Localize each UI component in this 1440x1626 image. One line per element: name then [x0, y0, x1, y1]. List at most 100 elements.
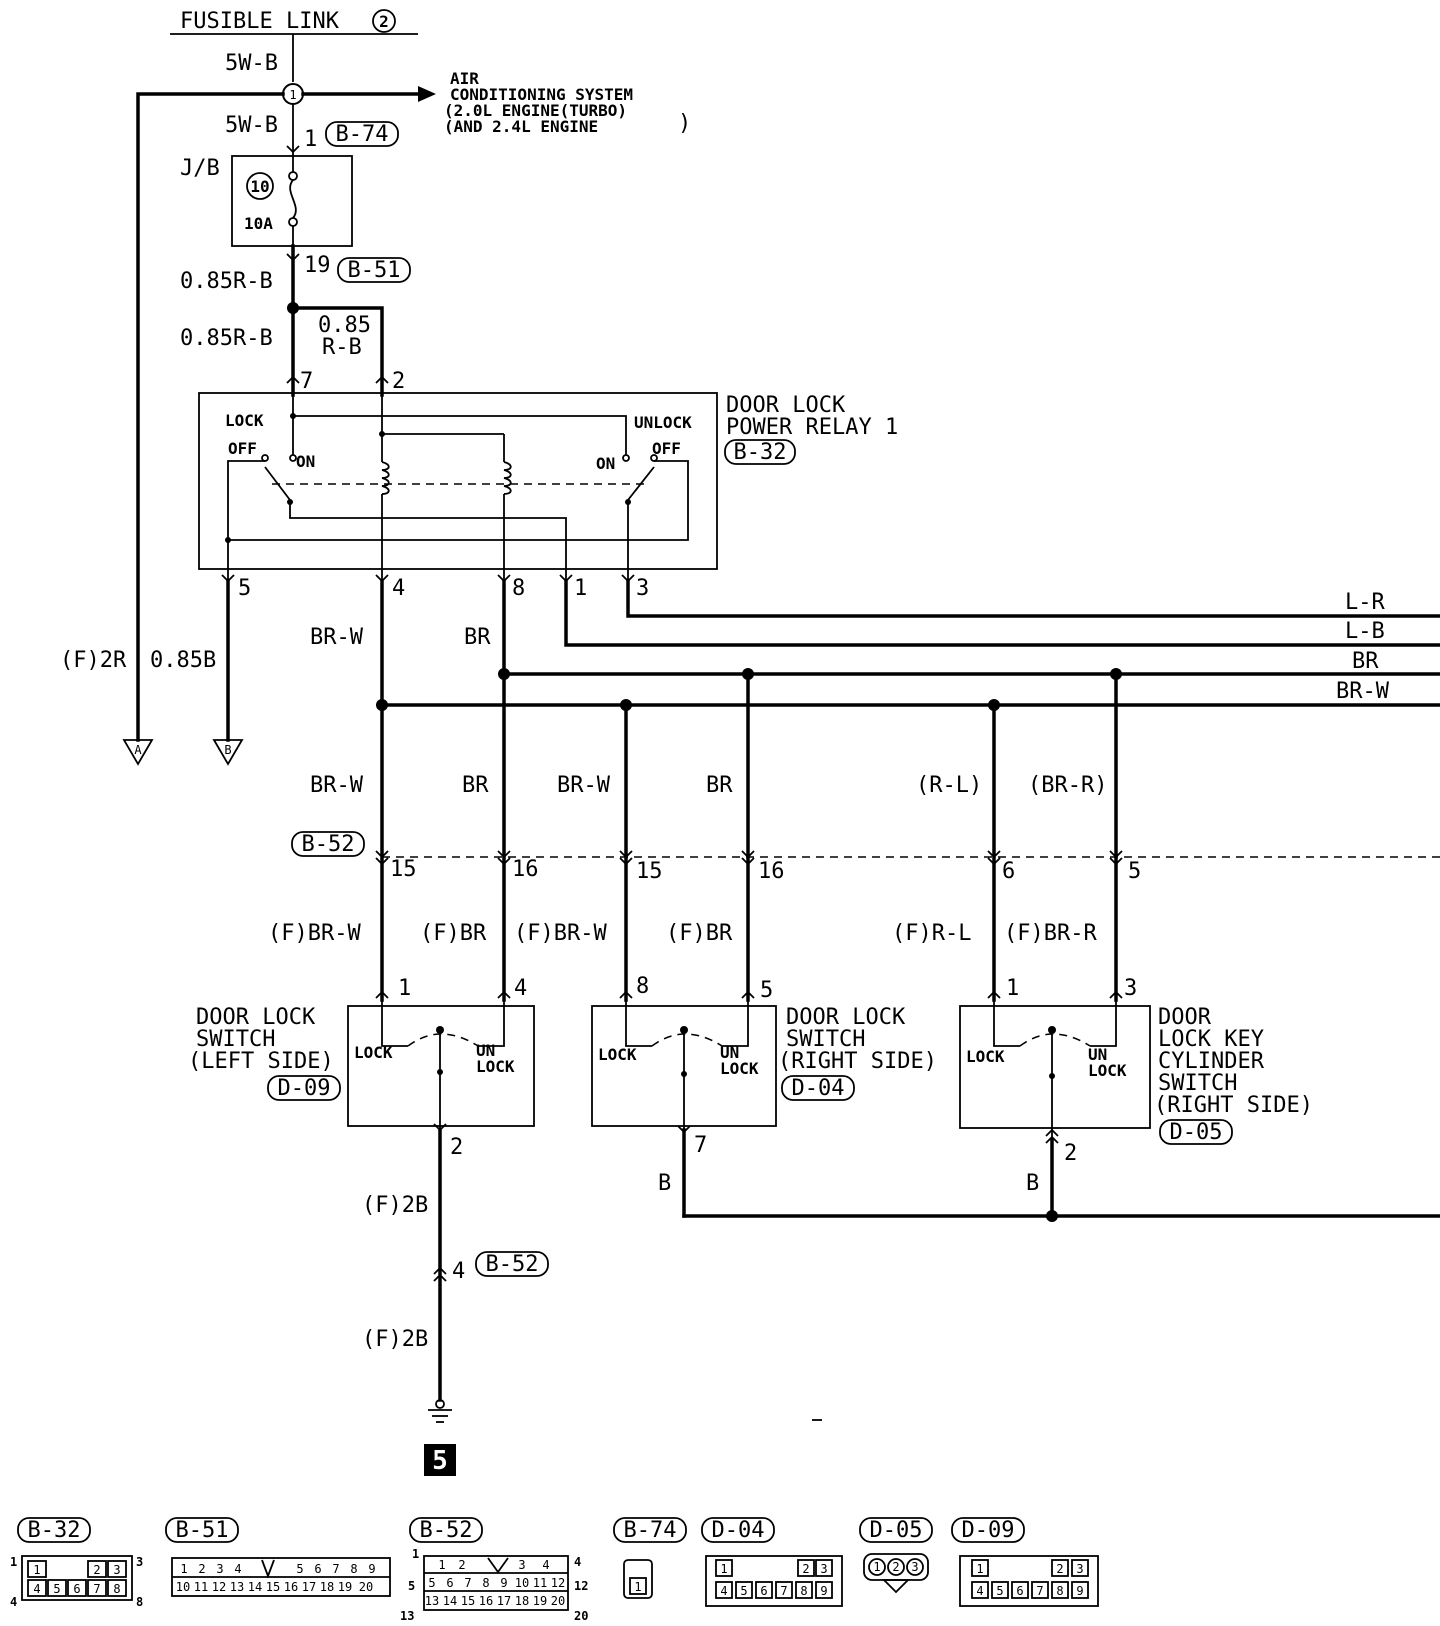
svg-text:4: 4	[234, 1562, 241, 1576]
relay-unlock-label: UNLOCK	[634, 413, 692, 432]
relay-on-left: ON	[296, 452, 315, 471]
wire-label-f-br-1: (F)BR	[420, 921, 487, 946]
pin-b74-1: 1	[304, 127, 317, 152]
svg-text:17: 17	[302, 1580, 316, 1594]
fuse-number: 10	[250, 177, 269, 196]
sw-left-lock: LOCK	[354, 1043, 393, 1062]
wire-label-f2r: (F)2R	[60, 648, 127, 673]
sw-right-connector-frame	[781, 1075, 855, 1101]
relay-contact-on-left	[289, 454, 297, 462]
legend-d05-title: D-05	[870, 1518, 923, 1543]
pin-j6: 6	[1002, 859, 1015, 884]
wire-label-br-3: BR	[706, 773, 733, 798]
svg-text:18: 18	[320, 1580, 334, 1594]
legend-d09-title: D-09	[962, 1518, 1015, 1543]
sw-left-name-3: (LEFT SIDE)	[188, 1049, 334, 1074]
sw-key-name-4: SWITCH	[1158, 1071, 1237, 1096]
svg-text:19: 19	[533, 1594, 547, 1608]
pin-relay-7: 7	[300, 369, 313, 394]
fuse-rating: 10A	[244, 214, 273, 233]
sw-right-connector: D-04	[792, 1076, 845, 1101]
junction-brw-1	[376, 699, 388, 711]
ground-number: 5	[432, 1446, 448, 1476]
junction-brw-3	[988, 699, 1000, 711]
svg-text:3: 3	[136, 1555, 143, 1569]
pin-sr5: 5	[760, 978, 773, 1003]
conn-ref-b74: B-74	[336, 122, 389, 147]
wire-label-brw-3: BR-W	[557, 773, 611, 798]
door-lock-key-cylinder-switch	[959, 1005, 1151, 1129]
svg-text:1: 1	[33, 1563, 40, 1577]
relay-connector: B-32	[734, 440, 787, 465]
pin-relay-2: 2	[392, 369, 405, 394]
relay-connector-frame	[724, 439, 796, 465]
fuse-terminal-top	[288, 171, 298, 181]
legend-b51: B-51 1 2 3 4 5 6 7 8 9 10 11 12 13 14 15…	[165, 1517, 391, 1597]
relay-off-left: OFF	[228, 439, 257, 458]
legend-d04-title: D-04	[712, 1518, 765, 1543]
pin-relay-1: 1	[574, 576, 587, 601]
svg-text:5: 5	[53, 1582, 60, 1596]
sw-left-name-1: DOOR LOCK	[196, 1005, 316, 1030]
junction-brw-2	[620, 699, 632, 711]
pin-relay-4: 4	[392, 576, 405, 601]
fusible-link-number: 2	[379, 12, 389, 31]
junction-ground-b	[1046, 1210, 1058, 1222]
svg-text:14: 14	[248, 1580, 262, 1594]
pin-k2: 2	[1064, 1141, 1077, 1166]
svg-text:1: 1	[180, 1562, 187, 1576]
conn-ref-b52-frame-b	[475, 1251, 549, 1277]
svg-text:6: 6	[73, 1582, 80, 1596]
svg-text:8: 8	[350, 1562, 357, 1576]
bus-lb	[564, 579, 1440, 647]
relay-lock-label: LOCK	[225, 411, 264, 430]
svg-text:3: 3	[911, 1560, 918, 1574]
relay-int-top-bus	[293, 415, 627, 455]
sw-left-lock2: LOCK	[476, 1057, 515, 1076]
sw-key-name-5: (RIGHT SIDE)	[1154, 1093, 1313, 1118]
svg-text:1: 1	[873, 1560, 880, 1574]
relay-name-2: POWER RELAY 1	[726, 415, 898, 440]
wire-label-f-brw-2: (F)BR-W	[514, 921, 607, 946]
svg-text:1: 1	[438, 1558, 445, 1572]
sw-right-name-3: (RIGHT SIDE)	[778, 1049, 937, 1074]
wire-label-085b: 0.85B	[150, 648, 216, 673]
pin-j15b: 15	[636, 859, 663, 884]
pin-j16a: 16	[512, 857, 539, 882]
wire-label-b-2: B	[1026, 1171, 1039, 1196]
offpage-connector-a	[122, 739, 154, 766]
svg-text:10: 10	[176, 1580, 190, 1594]
terminal-b52-4a	[433, 1266, 447, 1275]
splice-1-label: 1	[289, 88, 296, 102]
pin-sl1: 1	[398, 976, 411, 1001]
conn-ref-b51-frame	[337, 257, 411, 283]
svg-text:1: 1	[634, 1580, 641, 1594]
svg-text:5: 5	[740, 1584, 747, 1598]
pin-sr7: 7	[694, 1133, 707, 1158]
svg-text:11: 11	[533, 1576, 547, 1590]
svg-text:2: 2	[1056, 1562, 1063, 1576]
pin-b52-4: 4	[452, 1259, 465, 1284]
fusible-link-title: FUSIBLE LINK	[180, 9, 340, 34]
terminal-b52-4b	[433, 1273, 447, 1282]
svg-text:12: 12	[551, 1576, 565, 1590]
svg-text:4: 4	[976, 1584, 983, 1598]
sw-key-un: UN	[1088, 1045, 1107, 1064]
svg-text:4: 4	[720, 1584, 727, 1598]
legend-b52: B-52 1 4 5 12 13 20 1 2 3 4 5 6 7 8 9 10…	[400, 1517, 588, 1623]
svg-text:5: 5	[996, 1584, 1003, 1598]
sw-right-un: UN	[720, 1043, 739, 1062]
relay-int-pin1	[289, 502, 567, 580]
svg-text:8: 8	[136, 1595, 143, 1609]
svg-text:19: 19	[338, 1580, 352, 1594]
offpage-label-b: B	[224, 743, 231, 757]
svg-text:16: 16	[479, 1594, 493, 1608]
wire-to-relay-pin2	[291, 306, 384, 397]
sw-right-lock-lead	[625, 1000, 652, 1047]
svg-text:2: 2	[458, 1558, 465, 1572]
terminal-k2	[1045, 1128, 1059, 1137]
bus-label-br: BR	[1352, 649, 1379, 674]
wire-label-rl: (R-L)	[916, 773, 982, 798]
svg-text:14: 14	[443, 1594, 457, 1608]
